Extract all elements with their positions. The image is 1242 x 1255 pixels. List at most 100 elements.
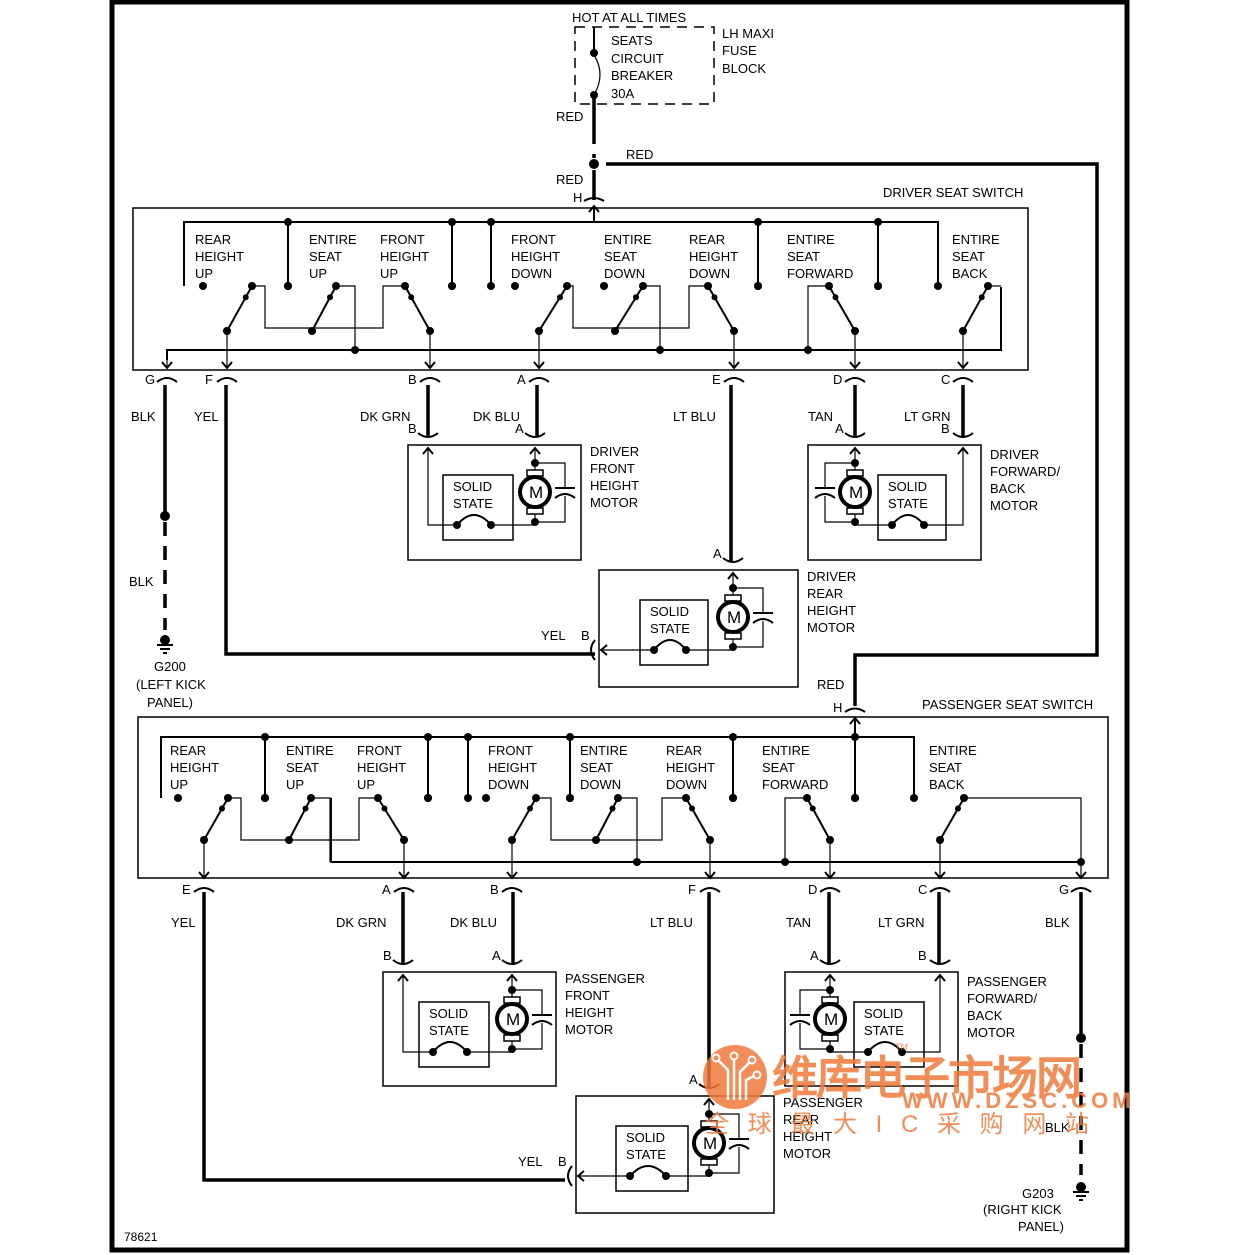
connector-icon — [528, 377, 550, 383]
internal-wire — [336, 285, 356, 350]
wire-segment — [491, 522, 536, 526]
switch-function-label: FORWARD — [762, 777, 828, 792]
junction-dot — [381, 805, 388, 812]
connector-icon — [216, 377, 238, 383]
switch-function-label: ENTIRE — [929, 743, 977, 758]
watermark-tm: TM — [895, 1042, 908, 1052]
motor-name-label: PASSENGER — [565, 971, 645, 986]
switch-function-label: HEIGHT — [511, 249, 560, 264]
wire-segment — [535, 496, 566, 523]
junction-dot — [566, 794, 574, 802]
fuse-block-line: LH MAXI — [722, 26, 774, 41]
switch-function-label: SEAT — [929, 760, 962, 775]
wire-segment — [666, 1173, 710, 1177]
capacitor-icon — [752, 612, 774, 624]
switch-blade — [401, 282, 434, 335]
switch-arm — [685, 797, 711, 841]
motor-icon: M — [813, 996, 847, 1042]
motor-name-label: REAR — [783, 1112, 819, 1127]
ground-location: (RIGHT KICK — [983, 1202, 1062, 1217]
capacitor-plate — [554, 493, 576, 499]
hot-at-all-times-label: HOT AT ALL TIMES — [572, 10, 686, 25]
connector-icon — [567, 1165, 573, 1187]
internal-wire — [311, 797, 331, 862]
pin-label: A — [713, 546, 722, 561]
switch-function-label: UP — [286, 777, 304, 792]
junction-dot — [261, 794, 269, 802]
ground-location: (LEFT KICK — [136, 677, 206, 692]
junction-dot — [609, 805, 616, 812]
switch-function-label: SEAT — [580, 760, 613, 775]
capacitor-plate — [531, 1020, 553, 1026]
fuse-block-outline — [574, 26, 715, 105]
pin-label: B — [558, 1154, 567, 1169]
switch-arm — [595, 797, 619, 841]
connector-icon — [929, 887, 951, 893]
junction-dot — [424, 794, 432, 802]
internal-wire — [252, 285, 405, 329]
junction-dot — [482, 794, 490, 802]
wire-segment — [799, 1023, 830, 1050]
motor-name-label: MOTOR — [783, 1146, 831, 1161]
motor-body — [692, 1126, 726, 1160]
motor-name-label: FORWARD/ — [967, 991, 1037, 1006]
wire-color-label: TAN — [808, 409, 833, 424]
switch-arm — [614, 285, 644, 332]
motor-name-label: PASSENGER — [783, 1095, 863, 1110]
wire-color-label: LT GRN — [878, 915, 924, 930]
solid-state-label: SOLID — [650, 604, 689, 619]
solid-state-label: STATE — [453, 496, 493, 511]
thermal-switch-icon — [867, 1041, 903, 1053]
pin-label: A — [492, 948, 501, 963]
wire-color-label: BLK — [1045, 915, 1070, 930]
pin-label: F — [688, 882, 696, 897]
switch-function-label: ENTIRE — [604, 232, 652, 247]
pin-label: D — [808, 882, 817, 897]
pin-label: A — [517, 372, 526, 387]
junction-dot — [557, 294, 563, 301]
motor-housing — [807, 444, 982, 561]
wire-color-label: LT BLU — [673, 409, 716, 424]
switch-function-label: SEAT — [762, 760, 795, 775]
passenger-switch-housing — [137, 716, 1109, 879]
terminal-arrow-icon — [533, 361, 545, 370]
terminal-arrow-icon — [934, 871, 946, 880]
switch-function-label: UP — [309, 266, 327, 281]
capacitor-plate — [814, 493, 836, 499]
wire-color-label: RED — [817, 677, 844, 692]
switch-function-label: ENTIRE — [787, 232, 835, 247]
connector-icon — [819, 887, 841, 893]
motor-name-label: REAR — [807, 586, 843, 601]
motor-label: M — [727, 608, 741, 627]
terminal-arrow-icon — [506, 871, 518, 880]
junction-dot — [527, 805, 533, 812]
power-feed: HOT AT ALL TIMES SEATS CIRCUIT BREAKER 3… — [556, 10, 1099, 715]
solid-state-label: SOLID — [453, 479, 492, 494]
ground-icon — [157, 635, 173, 654]
terminal-arrow-icon — [704, 871, 716, 880]
wire-color-label: DK BLU — [473, 409, 520, 424]
pin-label: C — [918, 882, 927, 897]
switch-blade — [611, 282, 647, 335]
pin-label: B — [581, 628, 590, 643]
switch-function-label: DOWN — [666, 777, 707, 792]
junction-dot — [199, 282, 207, 290]
solid-state-label: SOLID — [888, 479, 927, 494]
motor-name-label: MOTOR — [967, 1025, 1015, 1040]
capacitor-icon — [814, 487, 836, 499]
junction-dot — [448, 282, 456, 290]
wire-color-label: BLK — [129, 574, 154, 589]
connector-icon — [590, 639, 596, 661]
motor-label: M — [529, 483, 543, 502]
wire-segment — [733, 621, 764, 648]
motor-label: M — [849, 483, 863, 502]
fuse-block-line: FUSE — [722, 43, 757, 58]
switch-function-label: SEAT — [952, 249, 985, 264]
pin-label: D — [833, 372, 842, 387]
pin-label: A — [810, 948, 819, 963]
switch-function-label: HEIGHT — [689, 249, 738, 264]
